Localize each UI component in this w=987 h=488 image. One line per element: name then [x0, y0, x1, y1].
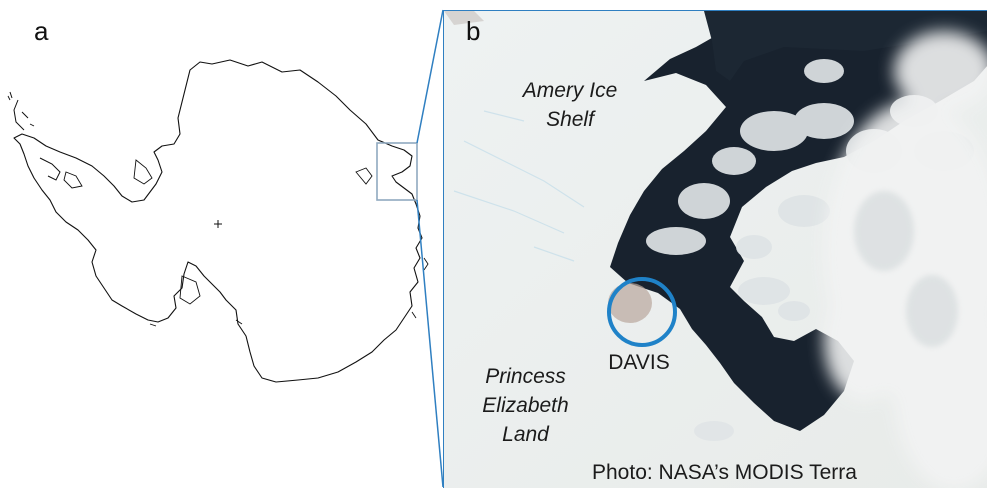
panel-a-label: a: [34, 16, 49, 46]
panel-b-label: b: [466, 16, 481, 46]
photo-credit: Photo: NASA’s MODIS Terra: [592, 461, 857, 484]
antarctica-outline-map: [7, 59, 429, 383]
open-water-north: [704, 11, 987, 81]
vestfold-hills: [608, 283, 652, 323]
satellite-image: [444, 11, 987, 488]
amery-ice-shelf-label: Amery Ice Shelf: [500, 76, 640, 134]
davis-circle-marker: [607, 277, 677, 347]
glacier-streaks: [453, 110, 585, 262]
islands: [7, 95, 429, 327]
peninsula-coast: [9, 91, 61, 181]
pel-label-line2: Elizabeth: [482, 394, 569, 417]
pel-label-line1: Princess: [485, 365, 566, 388]
princess-elizabeth-land-label: Princess Elizabeth Land: [458, 362, 593, 449]
davis-station-label: DAVIS: [608, 351, 670, 374]
south-pole-marker: [214, 220, 222, 228]
satellite-image-panel: [443, 10, 987, 488]
inset-box: [376, 142, 418, 201]
pel-label-line3: Land: [502, 423, 549, 446]
ice-shelf-edge: [63, 159, 373, 305]
antarctica-coastline: [13, 59, 423, 383]
amery-label-line1: Amery Ice: [522, 79, 618, 102]
amery-label-line2: Shelf: [546, 108, 594, 131]
